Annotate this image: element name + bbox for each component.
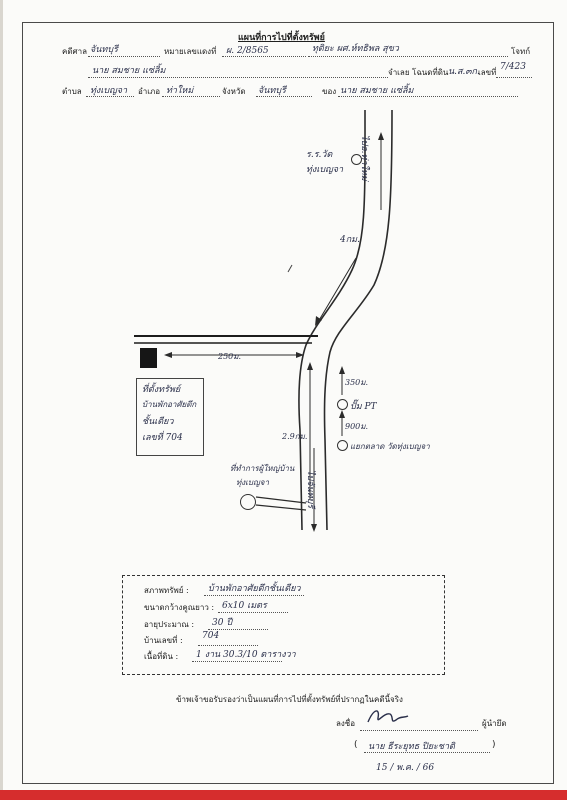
office-lane-top [255, 496, 307, 504]
house-no-label: บ้านเลขที่ : [144, 636, 183, 645]
deed-no-label: เลขที่ [478, 68, 497, 77]
plaintiff-value: ทุติยะ ผศ.ห์ทธิพล สุขว [312, 44, 399, 54]
distance-350m: 350ม. [345, 378, 369, 387]
district-underline [162, 96, 220, 97]
area-label: เนื้อที่ดิน : [144, 652, 179, 661]
arrow-head-900m [339, 410, 345, 418]
condition-value: บ้านพักอาศัยตึกชั้นเดียว [208, 584, 301, 594]
property-label-line2: บ้านพักอาศัยตึก [142, 400, 197, 409]
district-label: อำเภอ [138, 87, 161, 96]
house-no-underline [198, 645, 258, 646]
main-road-left-edge [298, 109, 366, 531]
subdistrict-underline [86, 96, 134, 97]
case-no-value: ผ. 2/8565 [226, 46, 269, 56]
arrow-head-2-9km [307, 362, 313, 370]
sign-label: ลงชื่อ [336, 719, 356, 728]
name-close-paren: ) [492, 740, 496, 750]
owner-label: ของ [322, 87, 337, 96]
deed-no-value: 7/423 [500, 62, 526, 72]
arrow-head-down [311, 524, 317, 532]
age-underline [208, 629, 268, 630]
province-value: จันทบุรี [258, 86, 286, 96]
area-value: 1 งาน 30.3/10 ตารางวา [196, 650, 296, 660]
condition-label: สภาพทรัพย์ : [144, 586, 189, 595]
certification-statement: ข้าพเจ้าขอรับรองว่าเป็นแผนที่การไปที่ตั้… [176, 695, 403, 704]
main-road-right-edge [323, 109, 393, 531]
defendant-underline [88, 77, 388, 78]
age-value: 30 ปี [212, 618, 233, 628]
arrow-head-250m-right [296, 352, 304, 358]
property-label-line3: ชั้นเดียว [142, 417, 174, 427]
size-value: 6x10 เมตร [222, 601, 267, 611]
village-office-label-line2: ทุ่งเบญจา [236, 478, 269, 487]
distance-4km: 4กม. [340, 235, 360, 245]
arrow-head-350m [339, 366, 345, 374]
village-office-label-line1: ที่ทำการผู้ใหญ่บ้าน [230, 464, 295, 473]
printed-name-underline [364, 752, 490, 753]
role-label: ผู้นำยึด [482, 719, 507, 728]
pt-station-label: ปั๊ม PT [350, 402, 377, 412]
school-label-line1: ร.ร.วัด [306, 150, 333, 160]
printed-name: นาย ธีระยุทธ ปิยะชาติ [368, 742, 455, 752]
property-label-box [136, 378, 204, 456]
house-no-value: 704 [202, 631, 220, 641]
village-junction-marker-icon [337, 440, 348, 451]
property-label-line1: ที่ตั้งทรัพย์ [142, 385, 181, 395]
page-left-edge [0, 0, 3, 800]
arrow-head-250m-left [164, 352, 172, 358]
owner-underline [338, 96, 518, 97]
road-label-bottom: ไปจันทบุรี [305, 470, 315, 509]
subdistrict-label: ตำบล [62, 87, 82, 96]
property-house-icon [140, 348, 157, 368]
name-open-paren: ( [354, 740, 358, 750]
distance-250m: 250ม. [218, 352, 242, 361]
province-underline [256, 96, 312, 97]
property-label-line4: เลขที่ 704 [142, 433, 183, 443]
village-office-marker-icon [240, 494, 256, 510]
pt-station-marker-icon [337, 399, 348, 410]
owner-value: นาย สมชาย แซ่ลิ้ม [340, 86, 414, 96]
school-marker-icon [351, 154, 362, 165]
arrow-head-diagonal [315, 316, 322, 326]
property-info-box [122, 575, 445, 675]
court-underline [88, 56, 160, 57]
district-value: ท่าใหม่ [166, 86, 194, 96]
plaintiff-label: โจทก์ [511, 47, 531, 56]
signature-date: 15 / พ.ค. / 66 [376, 763, 435, 773]
property-type-value: น.ส.๓ก. [448, 67, 480, 77]
signature-icon [367, 710, 409, 723]
distance-900m: 900ม. [345, 422, 369, 431]
school-label-line2: ทุ่งเบญจา [306, 165, 344, 175]
size-label: ขนาดกว้างคูณยาว : [144, 603, 215, 612]
court-label: คดีศาล [62, 47, 88, 56]
document-title: แผนที่การไปที่ตั้งทรัพย์ [238, 33, 325, 43]
plaintiff-underline [308, 56, 508, 57]
case-no-label: หมายเลขแดงที่ [164, 47, 217, 56]
case-no-underline [222, 56, 306, 57]
area-underline [192, 661, 282, 662]
defendant-value: นาย สมชาย แซ่ลิ้ม [92, 66, 166, 76]
court-value: จันทบุรี [90, 45, 118, 55]
page-bottom-edge [0, 790, 567, 800]
village-junction-label: แยกตลาด วัดทุ่งเบญจา [350, 442, 430, 451]
arrow-head-up [378, 132, 384, 140]
size-underline [218, 612, 288, 613]
office-lane-bottom [255, 504, 307, 511]
arrow-diagonal [317, 257, 357, 323]
signature-underline [360, 730, 478, 731]
page-frame [22, 22, 554, 784]
distance-2-9km: 2.9กม. [282, 432, 308, 441]
property-type-label: จำเลย โฉนดที่ดิน [388, 68, 449, 77]
deed-no-underline [496, 77, 532, 78]
age-label: อายุประมาณ : [144, 620, 195, 629]
condition-underline [204, 595, 304, 596]
stray-mark [287, 264, 293, 273]
province-label: จังหวัด [222, 87, 246, 96]
subdistrict-value: ทุ่งเบญจา [90, 86, 128, 96]
